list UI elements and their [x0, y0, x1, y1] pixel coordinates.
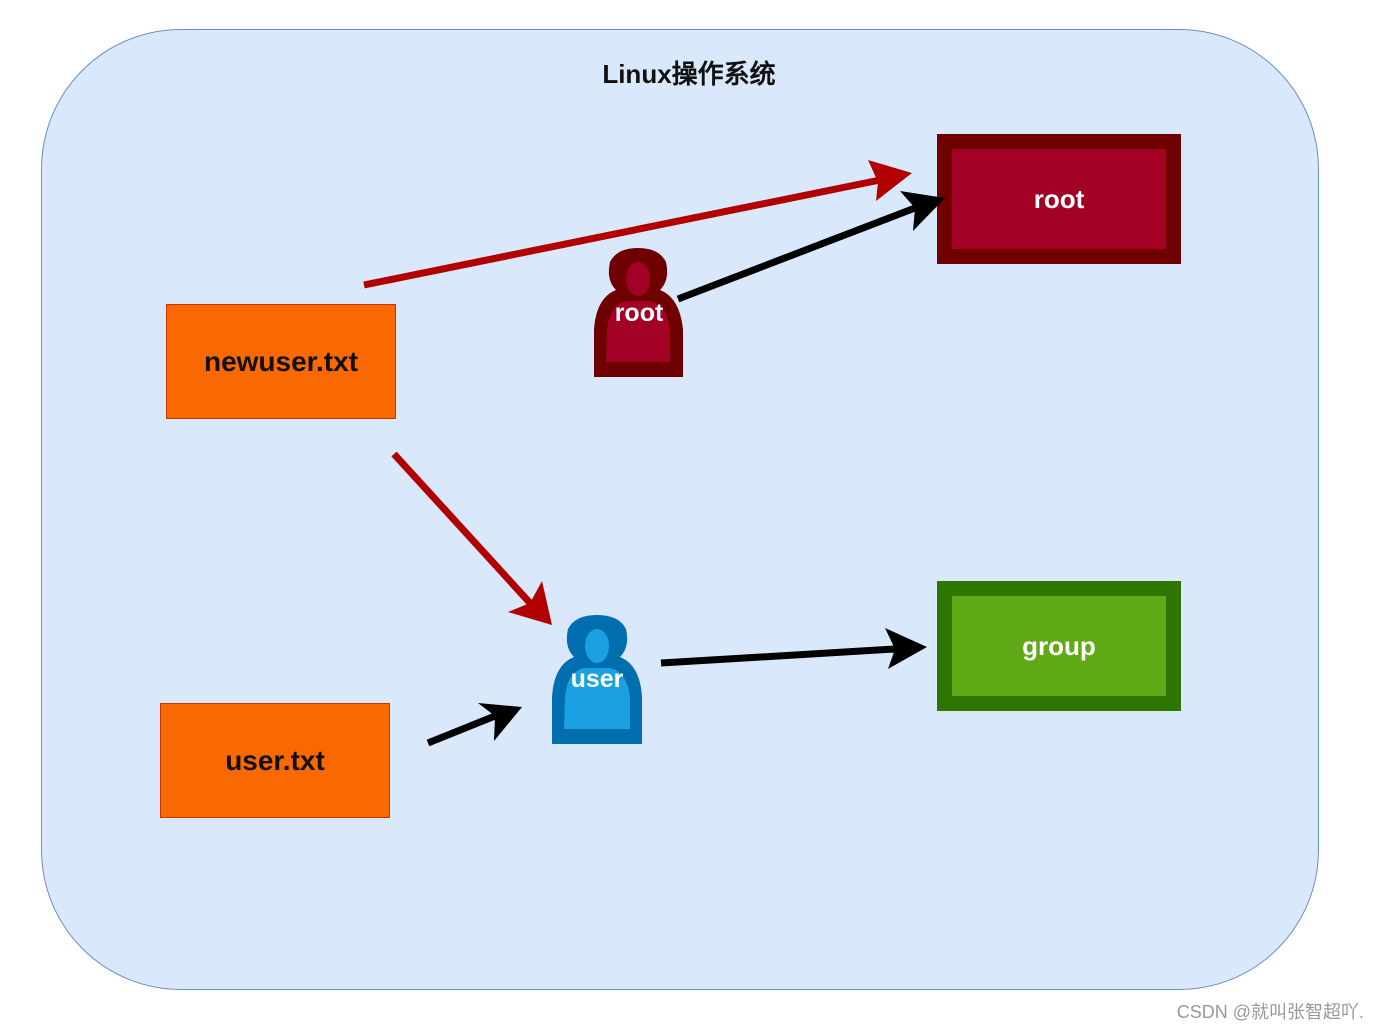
group-node[interactable]: group — [937, 581, 1181, 711]
edge-newuser-to-user — [391, 451, 552, 625]
edge-userfile-to-user — [426, 703, 522, 747]
watermark: CSDN @就叫张智超吖. — [1176, 1002, 1364, 1022]
newuser-file-node[interactable]: newuser.txt — [166, 304, 396, 419]
edge-user-to-group — [660, 628, 927, 669]
user-file-node[interactable]: user.txt — [160, 703, 390, 818]
diagram-title: Linux操作系统 — [602, 59, 776, 89]
edge-rootperson-to-root — [676, 191, 945, 303]
edge-newuser-to-root — [363, 160, 912, 289]
root-person-label: root — [614, 299, 664, 327]
root-group-node[interactable]: root — [937, 134, 1181, 264]
user-person-label: user — [570, 665, 624, 693]
root-person-icon[interactable] — [594, 248, 683, 377]
user-person-icon[interactable] — [552, 615, 642, 744]
